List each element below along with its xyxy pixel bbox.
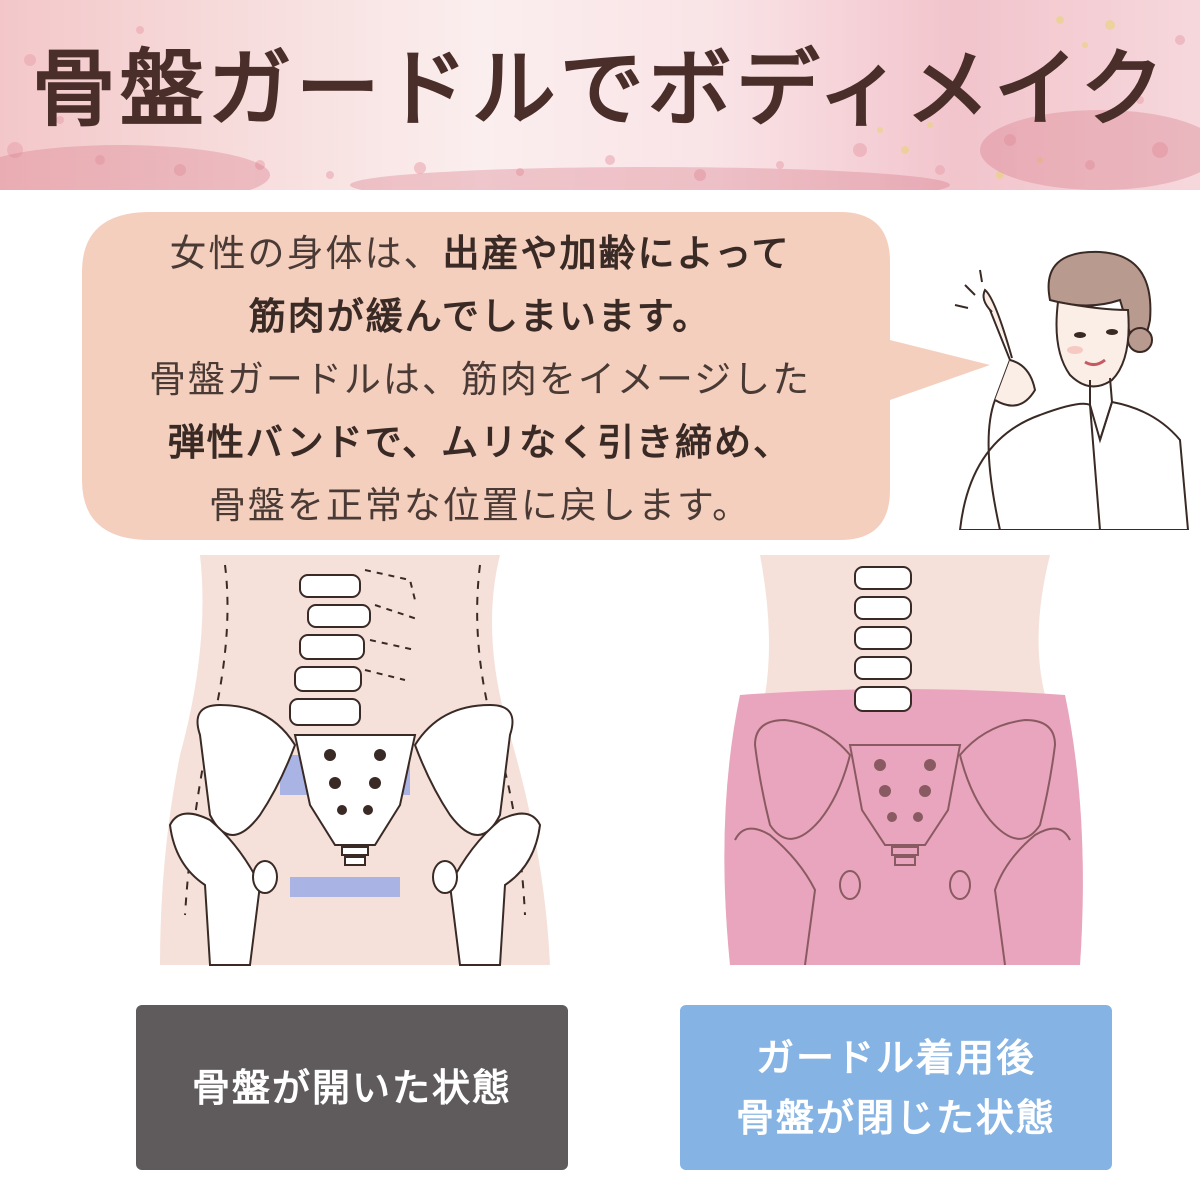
bubble-line-2: 筋肉が緩んでしまいます。 (248, 294, 712, 338)
caption-left-text: 骨盤が開いた状態 (191, 1064, 512, 1110)
woman-doctor-illustration (954, 250, 1190, 530)
bubble-line-4: 弾性バンドで、ムリなく引き締め、 (167, 420, 793, 464)
page-title: 骨盤ガードルでボディメイク (31, 39, 1169, 138)
caption-pelvis-closed: ガードル着用後 骨盤が閉じた状態 (680, 1005, 1112, 1170)
caption-right-line-2: 骨盤が閉じた状態 (735, 1094, 1056, 1140)
bubble-line-1: 女性の身体は、出産や加齢によって (169, 231, 791, 275)
speech-bubble-shape (82, 212, 990, 540)
banner-watercolor-decoration (0, 16, 1200, 190)
header-banner: 骨盤ガードルでボディメイク (0, 0, 1200, 190)
speech-bubble: 女性の身体は、出産や加齢によって 筋肉が緩んでしまいます。 骨盤ガードルは、筋肉… (0, 200, 1200, 560)
pelvis-open-diagram (160, 555, 550, 966)
bubble-line-3: 骨盤ガードルは、筋肉をイメージした (148, 358, 812, 401)
caption-right-line-1: ガードル着用後 (755, 1034, 1036, 1080)
bubble-text: 女性の身体は、出産や加齢によって 筋肉が緩んでしまいます。 骨盤ガードルは、筋肉… (100, 222, 860, 537)
caption-pelvis-open: 骨盤が開いた状態 (136, 1005, 568, 1170)
bubble-line-5: 骨盤を正常な位置に戻します。 (208, 484, 752, 527)
pelvis-closed-diagram (724, 555, 1083, 966)
